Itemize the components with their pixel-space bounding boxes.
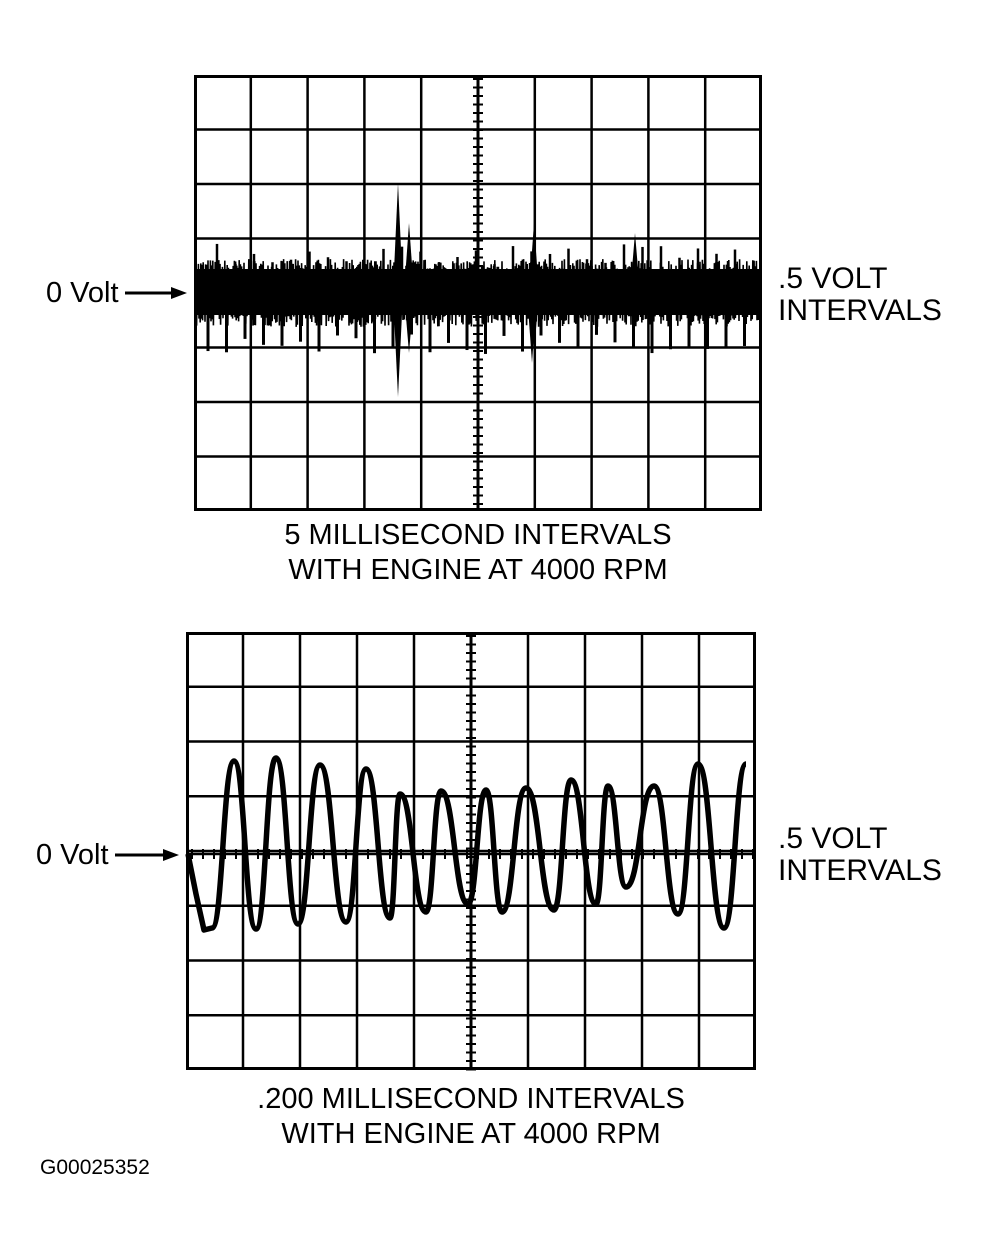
bottom-volt-interval-label: .5 VOLT INTERVALS [778,823,942,887]
sine-signal-trace [185,755,749,933]
top-caption-line1: 5 MILLISECOND INTERVALS [284,519,672,551]
top-caption-line2: WITH ENGINE AT 4000 RPM [288,554,668,586]
right-arrow-icon [114,849,179,861]
top-volt-interval-line2: INTERVALS [778,294,942,327]
noise-band [196,269,760,315]
bottom-caption-line2: WITH ENGINE AT 4000 RPM [281,1118,661,1150]
right-arrow-icon [124,287,187,299]
noise-spike [393,183,403,293]
top-volt-interval-line1: .5 VOLT [778,262,888,295]
bottom-volt-interval-line2: INTERVALS [778,854,942,887]
noise-spike [404,293,414,353]
bottom-oscilloscope-screen [185,632,756,1071]
bottom-zero-volt-text: 0 Volt [36,839,109,871]
bottom-zero-volt-label: 0 Volt [36,839,179,871]
top-zero-volt-text: 0 Volt [46,277,119,309]
figure-code: G00025352 [40,1156,150,1179]
top-oscilloscope-graph [194,75,762,511]
top-volt-interval-label: .5 VOLT INTERVALS [778,263,942,327]
top-zero-volt-label: 0 Volt [46,277,187,309]
bottom-caption-line1: .200 MILLISECOND INTERVALS [257,1083,685,1115]
noise-spike [404,223,414,293]
top-caption: 5 MILLISECOND INTERVALS WITH ENGINE AT 4… [194,518,762,588]
noise-spike [630,233,640,293]
noise-spike [529,223,539,293]
top-oscilloscope-screen [194,75,762,511]
bottom-caption: .200 MILLISECOND INTERVALS WITH ENGINE A… [186,1082,756,1152]
bottom-volt-interval-line1: .5 VOLT [778,822,888,855]
noise-spike [527,293,537,363]
noise-spike [393,293,403,397]
bottom-oscilloscope-graph [185,632,756,1071]
noise-spike [630,293,640,313]
